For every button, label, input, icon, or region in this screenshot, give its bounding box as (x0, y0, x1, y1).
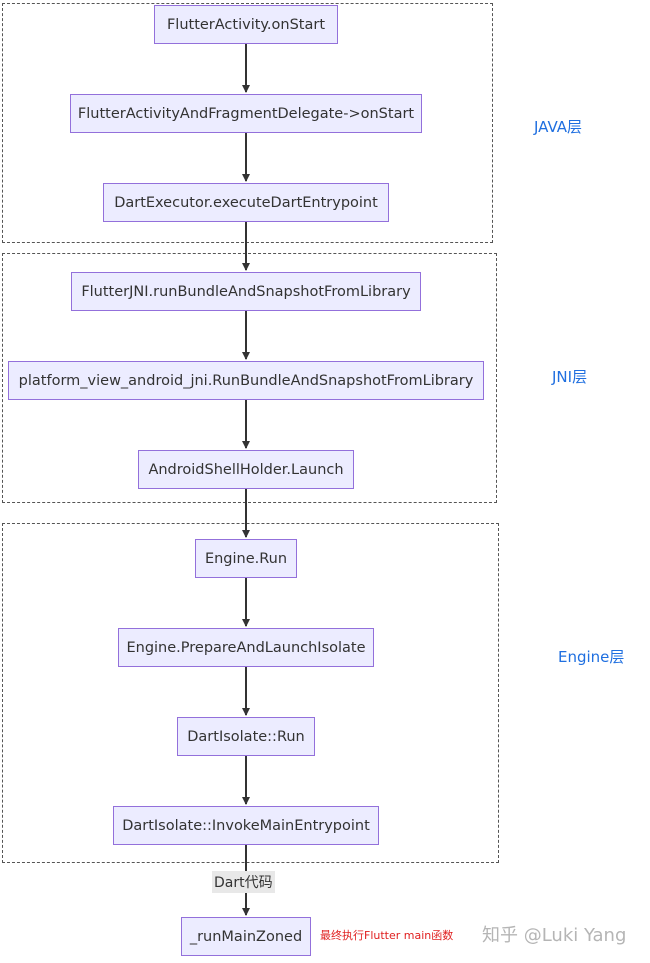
jni-layer-label: JNI层 (552, 368, 588, 386)
node-engine-run: Engine.Run (195, 539, 297, 578)
node-engine-prepare: Engine.PrepareAndLaunchIsolate (118, 628, 374, 667)
engine-layer-group (2, 523, 499, 863)
java-layer-label: JAVA层 (534, 118, 583, 136)
node-delegate-on-start: FlutterActivityAndFragmentDelegate->onSt… (70, 94, 422, 133)
watermark: 知乎 @Luki Yang (482, 925, 627, 946)
jni-layer-group (2, 253, 497, 503)
node-android-shell-holder: AndroidShellHolder.Launch (138, 450, 354, 489)
edge-label-dart-code: Dart代码 (212, 871, 275, 893)
node-platform-view-jni: platform_view_android_jni.RunBundleAndSn… (8, 361, 484, 400)
node-dart-executor: DartExecutor.executeDartEntrypoint (103, 183, 389, 222)
node-dart-isolate-run: DartIsolate::Run (177, 717, 315, 756)
engine-layer-label: Engine层 (558, 648, 625, 666)
java-layer-group (2, 3, 493, 243)
node-flutter-jni: FlutterJNI.runBundleAndSnapshotFromLibra… (71, 272, 421, 311)
node-dart-isolate-invoke: DartIsolate::InvokeMainEntrypoint (113, 806, 379, 845)
note-final-main: 最终执行Flutter main函数 (320, 929, 454, 942)
node-run-main-zoned: _runMainZoned (181, 917, 311, 956)
node-flutter-activity-on-start: FlutterActivity.onStart (154, 5, 338, 44)
